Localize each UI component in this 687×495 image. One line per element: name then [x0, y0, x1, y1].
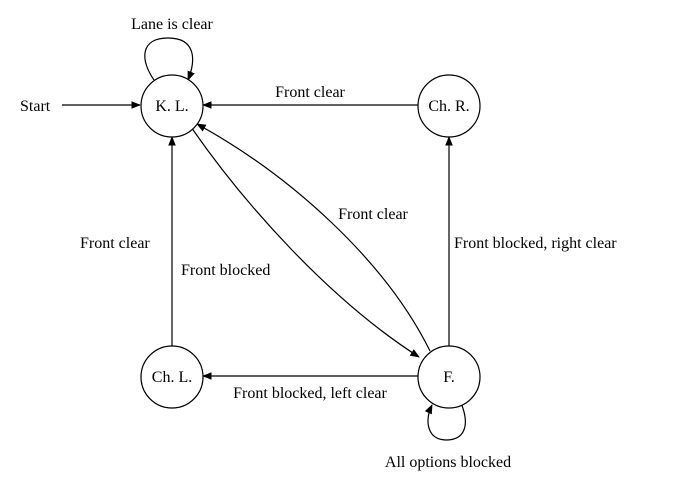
label-kl-self: Lane is clear: [131, 16, 213, 33]
node-keep-lane-label: K. L.: [155, 98, 188, 115]
edge-f-to-kl: [196, 123, 431, 352]
node-change-right: Ch. R.: [417, 74, 481, 138]
node-change-left: Ch. L.: [140, 345, 204, 409]
label-f-to-chl: Front blocked, left clear: [233, 385, 387, 402]
label-f-to-kl: Front clear: [338, 206, 408, 223]
node-change-left-label: Ch. L.: [152, 369, 192, 386]
edge-kl-to-f: [190, 126, 420, 358]
label-f-self: All options blocked: [385, 454, 511, 471]
edge-kl-self-loop: [144, 37, 195, 81]
label-f-to-chr: Front blocked, right clear: [454, 235, 617, 252]
label-start: Start: [20, 98, 51, 115]
label-chr-to-kl: Front clear: [275, 84, 345, 101]
label-kl-to-f: Front blocked: [181, 262, 270, 279]
label-chl-to-kl: Front clear: [80, 235, 150, 252]
node-front-label: F.: [443, 369, 455, 386]
node-keep-lane: K. L.: [140, 74, 204, 138]
edge-f-self-loop: [424, 402, 466, 441]
node-change-right-label: Ch. R.: [428, 98, 469, 115]
node-front: F.: [417, 345, 481, 409]
